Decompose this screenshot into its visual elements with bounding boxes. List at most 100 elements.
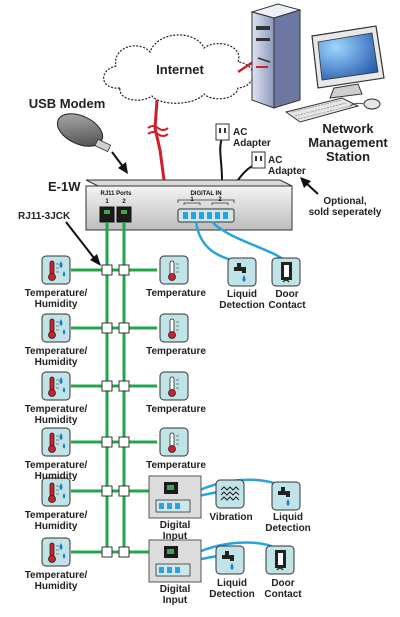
arrowhead-modem	[118, 162, 128, 174]
water-drop-icon	[59, 483, 63, 490]
rj11-port-2-label: 2	[122, 199, 126, 205]
thermometer-icon	[168, 432, 179, 453]
temp-humidity-line-2: Humidity	[34, 471, 78, 482]
optional-label: Optional, sold seperately	[300, 196, 390, 218]
network-station-label: Network Management Station	[300, 122, 396, 164]
temp-humidity-sensor	[41, 427, 71, 457]
temperature-label: Temperature	[146, 460, 206, 471]
ac-adapter-label: AC Adapter	[268, 155, 308, 177]
network-station-line-2: Management	[308, 135, 388, 150]
water-drop-icon	[286, 499, 290, 506]
temp-humidity-line-1: Temperature/	[24, 288, 88, 299]
liquid-detection-sensor	[227, 257, 257, 287]
temp-humidity-line-1: Temperature/	[24, 346, 88, 357]
device-name-label: E-1W	[48, 179, 81, 194]
temp-humidity-sensor	[41, 255, 71, 285]
thermometer-icon	[48, 318, 59, 339]
thermometer-icon	[48, 482, 59, 503]
thermometer-icon	[168, 260, 179, 281]
internet-label: Internet	[156, 62, 204, 77]
digital-input-label: Digital Input	[145, 584, 205, 606]
arrowhead-rj11-3jck	[90, 254, 101, 266]
cable-ac-1	[219, 137, 223, 181]
digital-input-label: Digital Input	[145, 520, 205, 542]
temp-humidity-sensor	[41, 477, 71, 507]
door-contact-line-2: Contact	[264, 589, 302, 600]
faucet-icon	[222, 551, 234, 570]
rj11-3jck-label: RJ11-3JCK	[18, 211, 71, 222]
door-contact-label: Door Contact	[256, 578, 310, 600]
network-station-line-3: Station	[325, 149, 371, 164]
digital-input-line-1: Digital	[159, 584, 191, 595]
temp-humidity-line-2: Humidity	[34, 581, 78, 592]
temperature-sensor	[159, 313, 189, 343]
arrowhead-optional	[300, 177, 311, 188]
usb-modem-icon	[56, 113, 112, 153]
door-contact-line-1: Door	[275, 289, 299, 300]
temperature-sensor	[159, 371, 189, 401]
vibration-sensor	[215, 479, 245, 509]
digital-input-line-1: Digital	[159, 520, 191, 531]
optional-line-2: sold seperately	[308, 207, 382, 218]
e1w-device	[85, 179, 293, 231]
temp-humidity-label: Temperature/Humidity	[6, 460, 106, 482]
water-drop-icon	[59, 543, 63, 550]
liquid-detection-line-2: Detection	[265, 523, 311, 534]
network-station-line-1: Network	[322, 121, 374, 136]
temp-humidity-line-1: Temperature/	[24, 570, 88, 581]
ac-adapter-icon	[251, 151, 266, 169]
rj11-jack-icon	[101, 264, 130, 558]
ac-adapter-icon	[215, 123, 230, 141]
arrow-optional	[305, 182, 319, 195]
vibration-icon	[220, 486, 240, 501]
water-drop-icon	[242, 275, 246, 282]
door-contact-sensor	[265, 545, 295, 575]
door-contact-line-1: Door	[271, 578, 295, 589]
water-drop-icon	[59, 377, 63, 384]
usb-modem-label: USB Modem	[28, 96, 106, 111]
liquid-detection-line-2: Detection	[209, 589, 255, 600]
temp-humidity-sensor	[41, 313, 71, 343]
temperature-sensor	[159, 427, 189, 457]
digital-input-line-2: Input	[162, 531, 188, 542]
sensor-bus	[71, 222, 157, 554]
temp-humidity-line-2: Humidity	[34, 521, 78, 532]
thermometer-icon	[48, 260, 59, 281]
digital-input-box	[148, 539, 202, 583]
door-contact-icon	[275, 550, 286, 571]
temp-humidity-line-1: Temperature/	[24, 460, 88, 471]
faucet-icon	[278, 487, 290, 506]
temp-humidity-line-1: Temperature/	[24, 404, 88, 415]
temperature-sensor	[159, 255, 189, 285]
temp-humidity-label: Temperature/Humidity	[6, 346, 106, 368]
computer-icon	[250, 3, 385, 123]
temp-humidity-line-2: Humidity	[34, 299, 78, 310]
temp-humidity-sensor	[41, 371, 71, 401]
thermometer-icon	[168, 318, 179, 339]
water-drop-icon	[62, 271, 66, 277]
liquid-detection-line-2: Detection	[219, 300, 265, 311]
temp-humidity-label: Temperature/Humidity	[6, 404, 106, 426]
liquid-detection-sensor	[215, 545, 245, 575]
digital-in-label: DIGITAL IN	[190, 191, 222, 197]
door-contact-line-2: Contact	[268, 300, 306, 311]
door-contact-label: Door Contact	[260, 289, 314, 311]
rj11-ports-label: RJ11 Ports	[100, 191, 132, 197]
thermometer-icon	[168, 376, 179, 397]
optional-line-1: Optional,	[323, 196, 367, 207]
water-drop-icon	[62, 493, 66, 499]
temp-humidity-label: Temperature/Humidity	[6, 510, 106, 532]
temp-humidity-label: Temperature/Humidity	[6, 570, 106, 592]
water-drop-icon	[62, 387, 66, 393]
liquid-detection-label: Liquid Detection	[212, 289, 272, 311]
water-drop-icon	[62, 443, 66, 449]
water-drop-icon	[59, 261, 63, 268]
ac-adapter-label: AC Adapter	[233, 127, 273, 149]
temp-humidity-line-1: Temperature/	[24, 510, 88, 521]
digital-input-box	[148, 475, 202, 519]
rj11-port-1-label: 1	[105, 199, 109, 205]
door-contact-sensor	[271, 257, 301, 287]
cable-internet-red	[153, 99, 166, 181]
liquid-detection-label: Liquid Detection	[202, 578, 262, 600]
